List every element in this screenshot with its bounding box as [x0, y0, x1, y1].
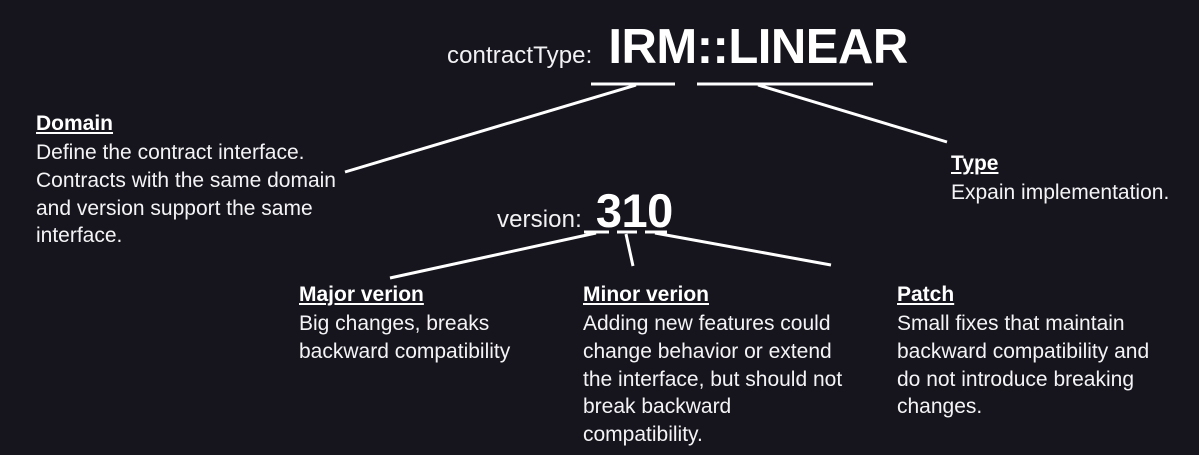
annotation-patch-body: Small fixes that maintain backward compa… [897, 312, 1150, 419]
contract-type-row: contractType: IRM::LINEAR [447, 20, 908, 74]
annotation-minor-version-title: Minor verion [583, 283, 710, 306]
minor-leader-line [624, 233, 635, 267]
annotation-minor-version-body: Adding new features could change behavio… [583, 312, 843, 447]
annotation-minor-version: Minor verion Adding new features could c… [583, 281, 845, 449]
annotation-type-body: Expain implementation. [951, 181, 1170, 205]
annotation-type: Type Expain implementation. [951, 150, 1191, 207]
annotation-domain-body: Define the contract interface. Contracts… [36, 141, 336, 248]
annotation-patch: Patch Small fixes that maintain backward… [897, 281, 1162, 421]
annotation-major-version: Major verion Big changes, breaks backwar… [299, 281, 549, 366]
annotation-major-version-body: Big changes, breaks backward compatibili… [299, 312, 511, 364]
domain-leader-line [344, 83, 637, 174]
annotation-patch-title: Patch [897, 283, 955, 306]
annotation-type-title: Type [951, 152, 999, 175]
contract-type-value: IRM::LINEAR [608, 20, 908, 74]
contract-type-label: contractType: [447, 42, 593, 69]
version-label: version: [497, 206, 582, 233]
type-leader-line [757, 83, 948, 144]
version-row: version: 310 [497, 184, 673, 237]
annotation-major-version-title: Major verion [299, 283, 424, 306]
major-leader-line [389, 231, 597, 280]
version-value: 310 [595, 184, 673, 237]
annotation-domain: Domain Define the contract interface. Co… [36, 110, 356, 250]
patch-leader-line [654, 231, 832, 267]
annotation-domain-title: Domain [36, 112, 114, 135]
